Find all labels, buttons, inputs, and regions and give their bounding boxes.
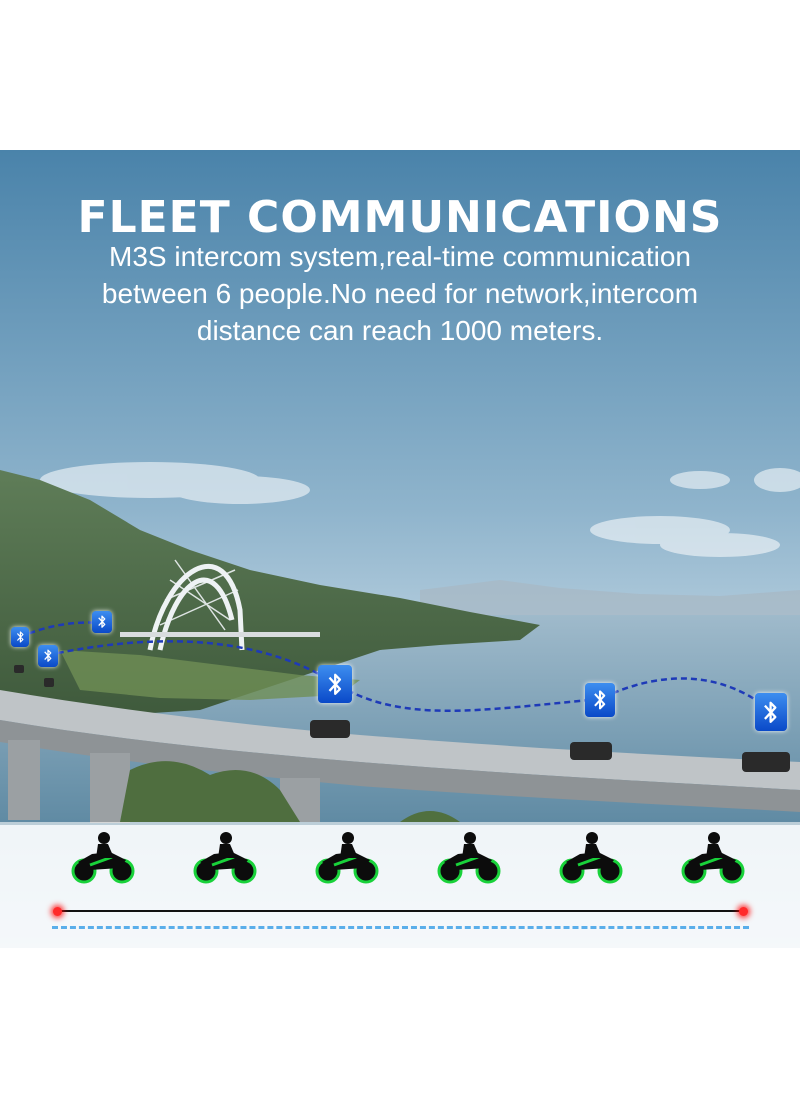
motorcycle-rider-icon <box>559 832 623 884</box>
bluetooth-icon <box>585 683 615 717</box>
description-line: M3S intercom system,real-time communicat… <box>109 241 691 272</box>
range-start-dot <box>53 907 62 916</box>
range-line <box>57 910 744 912</box>
motorcycle-rider-icon <box>71 832 135 884</box>
bluetooth-icon <box>755 693 787 731</box>
motorcycle-rider-icon <box>315 832 379 884</box>
description-line: between 6 people.No need for network,int… <box>101 278 699 309</box>
description-line: distance can reach 1000 meters. <box>196 315 604 346</box>
motorcycle-rider-icon <box>437 832 501 884</box>
range-end-dot <box>739 907 748 916</box>
bluetooth-icon <box>92 611 112 633</box>
coastal-bridge-scene <box>0 150 800 948</box>
bluetooth-icon <box>38 645 58 667</box>
banner-description: M3S intercom system,real-time communicat… <box>0 238 800 349</box>
rider-range-strip <box>0 822 800 948</box>
dashed-range-line <box>52 926 749 929</box>
motorcycle-rider-icon <box>193 832 257 884</box>
banner-title: FLEET COMMUNICATIONS <box>77 192 723 243</box>
bluetooth-icon <box>318 665 352 703</box>
fleet-banner: FLEET COMMUNICATIONS M3S intercom system… <box>0 150 800 948</box>
motorcycle-rider-icon <box>681 832 745 884</box>
bluetooth-icon <box>11 627 29 647</box>
